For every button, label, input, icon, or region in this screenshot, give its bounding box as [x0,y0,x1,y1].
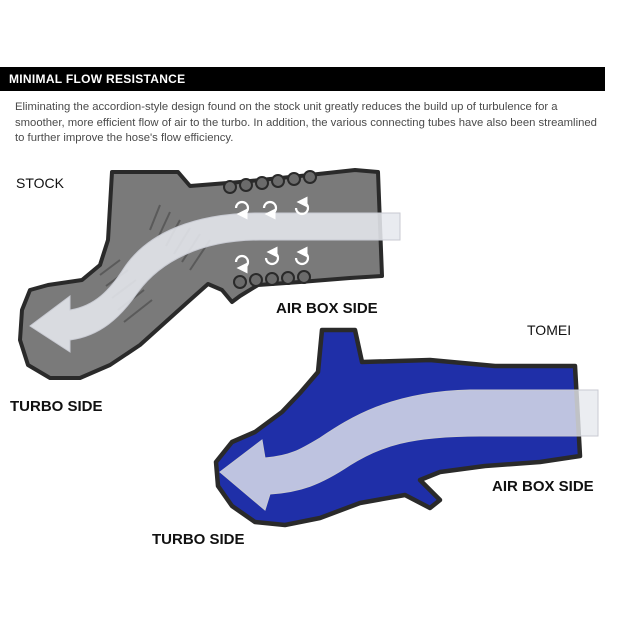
swirl-icon [262,200,278,220]
tomei-flow-arrow [219,389,599,511]
tomei-turbo-side-label: TURBO SIDE [152,531,245,548]
stock-turbulence [234,196,310,274]
tomei-air-box-side-label: AIR BOX SIDE [492,478,594,495]
stock-turbo-side-label: TURBO SIDE [10,398,103,415]
stock-accordion-bumps [223,170,317,289]
section-title: MINIMAL FLOW RESISTANCE [9,72,186,86]
stock-title: STOCK [16,175,64,191]
stock-air-box-side-label: AIR BOX SIDE [276,300,378,317]
swirl-icon [264,246,280,266]
description-text: Eliminating the accordion-style design f… [15,101,597,144]
stock-hose [18,168,401,380]
tomei-hose [213,327,599,528]
section-header: MINIMAL FLOW RESISTANCE [0,67,605,91]
swirl-icon [294,246,310,266]
swirl-icon [234,254,250,274]
swirl-icon [294,196,310,216]
stock-flow-arrow [29,212,401,353]
tomei-title: TOMEI [527,322,572,338]
swirl-icon [234,200,250,220]
